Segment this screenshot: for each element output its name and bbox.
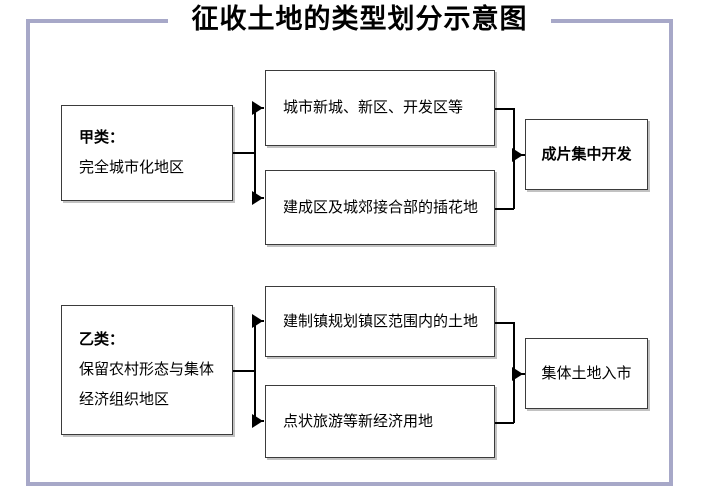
category-jia-body: 完全城市化地区 xyxy=(79,160,185,176)
detail-box-yi-1: 建制镇规划镇区范围内的土地 xyxy=(265,286,495,357)
connector-jia-split-stub xyxy=(233,152,255,154)
connector-yi-split-spine xyxy=(254,320,256,421)
connector-jia-merge-arm-top xyxy=(495,108,514,110)
detail-yi-2-label: 点状旅游等新经济用地 xyxy=(283,413,434,430)
frame-bottom-segment xyxy=(26,482,673,486)
arrowhead-icon-jia-to-detail-1 xyxy=(252,101,263,115)
frame-top-left-segment xyxy=(26,19,168,23)
detail-box-jia-1: 城市新城、新区、开发区等 xyxy=(265,70,495,146)
connector-jia-merge-arm-bottom xyxy=(495,208,514,210)
detail-jia-1-label: 城市新城、新区、开发区等 xyxy=(283,100,464,116)
connector-yi-merge-arm-bottom xyxy=(495,422,514,424)
outcome-jia-label: 成片集中开发 xyxy=(541,146,632,163)
category-box-yi: 乙类： 保留农村形态与集体 经济组织地区 xyxy=(61,305,233,435)
detail-jia-2-label: 建成区及城郊接合部的插花地 xyxy=(283,199,479,216)
frame-top-right-segment xyxy=(551,19,673,23)
frame-left-segment xyxy=(26,19,30,486)
connector-yi-split-stub xyxy=(233,370,255,372)
diagram-title: 征收土地的类型划分示意图 xyxy=(191,4,528,34)
outcome-yi-label: 集体土地入市 xyxy=(541,365,632,382)
arrowhead-icon-yi-to-detail-2 xyxy=(252,414,263,428)
detail-yi-1-label: 建制镇规划镇区范围内的土地 xyxy=(283,313,479,330)
connector-jia-split-spine xyxy=(254,107,256,198)
category-yi-body-line-2: 经济组织地区 xyxy=(79,392,170,408)
frame-right-segment xyxy=(669,19,673,486)
arrowhead-icon-jia-to-detail-2 xyxy=(252,191,263,205)
connector-yi-merge-arm-top xyxy=(495,322,514,324)
category-box-jia: 甲类： 完全城市化地区 xyxy=(61,105,233,201)
outcome-box-yi: 集体土地入市 xyxy=(525,338,648,409)
arrowhead-icon-yi-to-detail-1 xyxy=(252,314,263,328)
arrowhead-icon-yi-to-outcome xyxy=(512,367,523,381)
outcome-box-jia: 成片集中开发 xyxy=(525,119,648,190)
detail-box-jia-2: 建成区及城郊接合部的插花地 xyxy=(265,170,495,245)
category-yi-body-line-1: 保留农村形态与集体 xyxy=(79,362,215,378)
detail-box-yi-2: 点状旅游等新经济用地 xyxy=(265,385,495,458)
category-yi-heading: 乙类： xyxy=(79,332,125,348)
arrowhead-icon-jia-to-outcome xyxy=(512,148,523,162)
category-jia-heading: 甲类： xyxy=(79,130,125,146)
